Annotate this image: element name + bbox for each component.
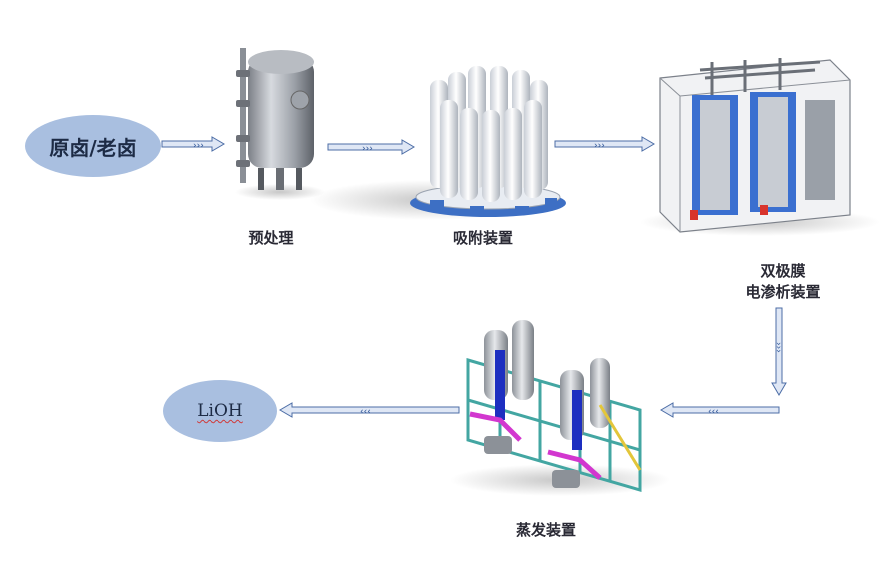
arrow-pretreatment-to-adsorption: ›››: [327, 139, 415, 155]
svg-text:‹‹‹: ‹‹‹: [708, 407, 719, 417]
bipolar-electrodialysis-label: 双极膜 电渗析装置: [708, 261, 858, 303]
pretreatment-tank-image: [235, 48, 325, 200]
pretreatment-label: 预处理: [248, 229, 294, 247]
arrow-bipolar-to-evaporation: ‹‹‹: [660, 402, 780, 418]
evaporation-label: 蒸发装置: [515, 521, 576, 539]
lioh-product-node: LiOH: [163, 380, 277, 442]
bipolar-label-line2: 电渗析装置: [745, 283, 821, 301]
adsorption-unit-image: [310, 66, 566, 220]
svg-text:›››: ›››: [362, 144, 373, 154]
arrow-source-to-pretreatment: ›››: [161, 136, 225, 152]
svg-text:›››: ›››: [193, 141, 204, 151]
arrow-adsorption-to-bipolar: ›››: [554, 136, 655, 152]
source-brine-label: 原卤/老卤: [49, 135, 137, 160]
source-brine-node: 原卤/老卤: [25, 115, 161, 177]
adsorption-label: 吸附装置: [452, 229, 513, 247]
lioh-label: LiOH: [197, 401, 243, 421]
svg-text:‹‹‹: ‹‹‹: [360, 407, 371, 417]
bipolar-electrodialysis-image: [640, 58, 880, 236]
bipolar-label-line1: 双极膜: [760, 262, 806, 280]
svg-text:›››: ›››: [773, 342, 783, 353]
svg-text:›››: ›››: [594, 141, 605, 151]
arrow-evaporation-to-product: ‹‹‹: [279, 402, 460, 418]
evaporator-image: [450, 320, 670, 496]
arrow-bipolar-down: ›››: [771, 307, 787, 396]
